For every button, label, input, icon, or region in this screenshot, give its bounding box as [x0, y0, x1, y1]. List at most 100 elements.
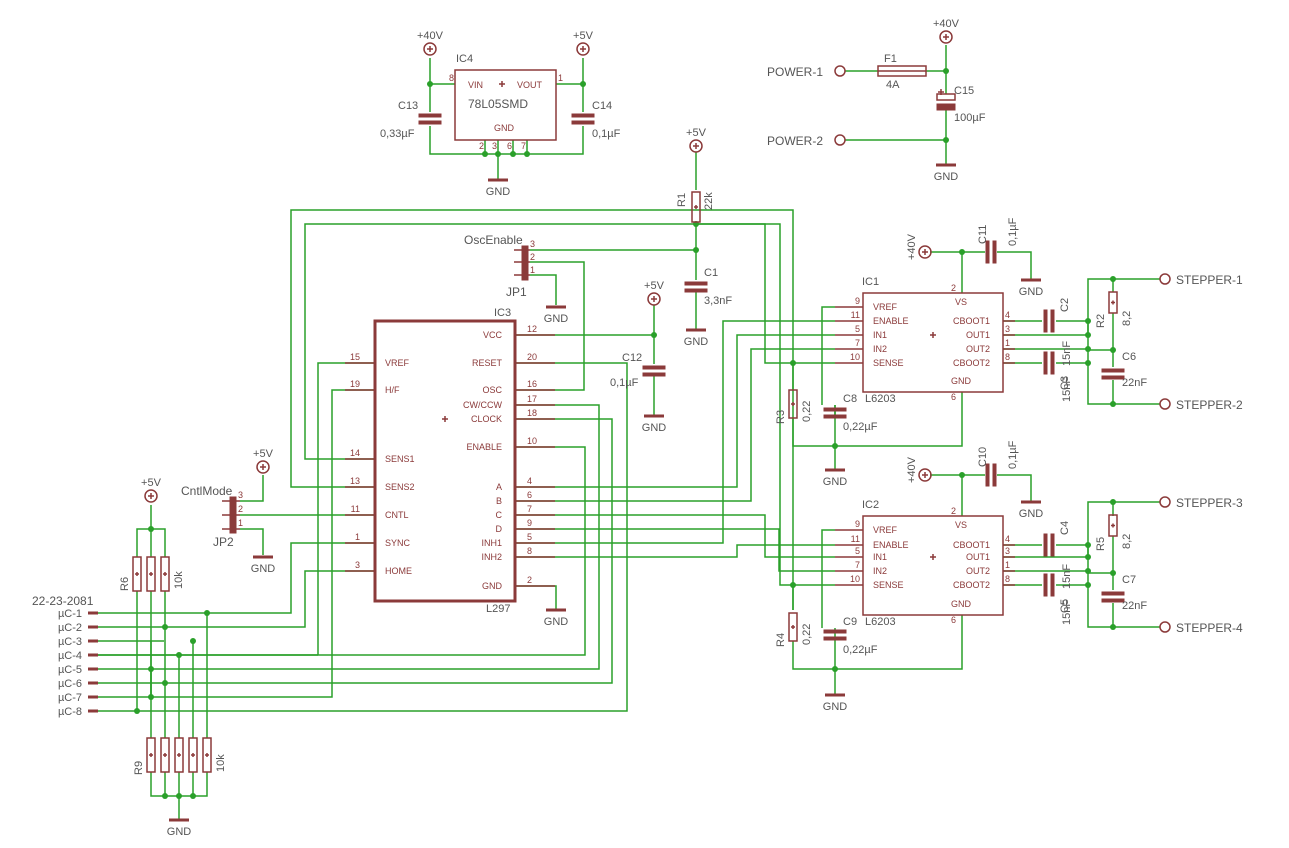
ic4-pin3: 3	[492, 141, 497, 151]
uc-pin: µC-8	[58, 706, 98, 718]
capacitor-symbol	[684, 281, 708, 293]
c15-electrolytic	[936, 89, 956, 111]
ic2-pin-label: VREF	[873, 525, 898, 535]
part-labels: C13 0,33µF C14 0,1µF C1 3,3nF C12 0,1µF …	[119, 53, 1147, 775]
ic3-pin-label: GND	[482, 581, 503, 591]
ic4-vout: VOUT	[517, 80, 543, 90]
uc-pin-label: µC-1	[58, 608, 82, 620]
stepper3-label: STEPPER-3	[1176, 496, 1243, 510]
capacitor-symbol	[823, 629, 847, 641]
ic1-pin-number: 10	[850, 352, 860, 362]
ic1-name: IC1	[862, 276, 879, 288]
svg-text:1: 1	[238, 518, 243, 528]
ic1-pin-label: GND	[951, 376, 972, 386]
ic3-pin-number: 2	[527, 575, 532, 585]
uc-pin: µC-3	[58, 636, 98, 648]
c2-value: 15nF	[1061, 341, 1073, 366]
c3-value: 15nF	[1061, 377, 1073, 402]
supply-symbol: +5V	[686, 127, 707, 153]
ic2-pin-label: IN2	[873, 566, 887, 576]
ic3-pin-label: RESET	[472, 358, 503, 368]
r1-value: 22k	[703, 192, 715, 210]
c14-label: C14	[592, 100, 612, 112]
ic1-pin-number: 2	[951, 283, 956, 293]
uc-pin-label: µC-2	[58, 622, 82, 634]
ic3-value: L297	[486, 603, 510, 615]
gnd-symbol: GND	[684, 328, 708, 348]
jp2-label: JP2	[213, 535, 234, 549]
ic3-pin-label: VREF	[385, 358, 410, 368]
supply-label: +5V	[644, 280, 665, 292]
stepper2-label: STEPPER-2	[1176, 398, 1243, 412]
ic4-value: 78L05SMD	[468, 97, 528, 111]
power2-label: POWER-2	[767, 134, 823, 148]
ic1-pin-number: 3	[1005, 324, 1010, 334]
capacitor-symbol	[418, 113, 442, 125]
header-label: 22-23-2081	[32, 594, 94, 608]
ic3-pin-number: 17	[527, 394, 537, 404]
capacitor-symbol	[1043, 309, 1055, 333]
capacitor-symbol	[1043, 533, 1055, 557]
stepper1-label: STEPPER-1	[1176, 273, 1243, 287]
ic4-pin7: 7	[521, 141, 526, 151]
ic2-pin-number: 11	[851, 534, 860, 544]
capacitor-symbol	[1043, 351, 1055, 375]
ic3-pin-label: SYNC	[385, 538, 411, 548]
f1-value: 4A	[886, 79, 900, 91]
ic3-pin-label: INH1	[481, 538, 502, 548]
c3-label: C3	[1059, 376, 1071, 390]
ic3-pin-label: INH2	[481, 552, 502, 562]
c2-label: C2	[1059, 298, 1071, 312]
resistor-symbol	[160, 556, 170, 592]
uc-pin-label: µC-5	[58, 664, 82, 676]
r1-label: R1	[676, 193, 688, 207]
ic2-pin-number: 8	[1005, 574, 1010, 584]
uc-pins: µC-1µC-2µC-3µC-4µC-5µC-6µC-7µC-8	[58, 608, 98, 718]
ic3-pin-number: 14	[350, 448, 360, 458]
c1-value: 3,3nF	[704, 295, 732, 307]
supply-label: +5V	[253, 448, 274, 460]
ic2-pin-label: SENSE	[873, 580, 904, 590]
c15-label: C15	[954, 85, 974, 97]
gnd-symbol: GND	[1019, 500, 1043, 520]
c15-value: 100µF	[954, 112, 986, 124]
power-connectors: POWER-1 POWER-2	[767, 65, 846, 148]
ic2-pin-number: 7	[855, 560, 860, 570]
ic3-left-pins: VREF15H/F19SENS114SENS213CNTL11SYNC1HOME…	[345, 352, 415, 576]
r9-label: R9	[133, 761, 145, 775]
ic4-pin1: 1	[558, 73, 563, 83]
ic1-pin-number: 9	[855, 296, 860, 306]
resistor-symbol	[1108, 291, 1118, 314]
capacitors	[418, 113, 1125, 641]
ic3-name: IC3	[494, 307, 511, 319]
stepper4-label: STEPPER-4	[1176, 621, 1243, 635]
ic1-pin-label: CBOOT1	[953, 316, 990, 326]
ic1-pin-label: IN2	[873, 344, 887, 354]
supply-symbol: +5V	[141, 477, 162, 503]
c8-value: 0,22µF	[843, 421, 878, 433]
gnd-label: GND	[823, 701, 848, 713]
ic3-pin-number: 20	[527, 352, 537, 362]
ic2-pin-number: 5	[855, 546, 860, 556]
ic2-name: IC2	[862, 499, 879, 511]
r5-value: 8,2	[1121, 534, 1133, 549]
gnd-label: GND	[642, 422, 667, 434]
resistor-symbol	[174, 737, 184, 773]
ic1-pin-number: 5	[855, 324, 860, 334]
gnd-label: GND	[486, 186, 511, 198]
c4-value: 15nF	[1061, 564, 1073, 589]
gnd-symbol: GND	[1019, 278, 1043, 298]
resistor-symbol	[788, 612, 798, 642]
c9-value: 0,22µF	[843, 644, 878, 656]
supply-symbol: +40V	[417, 30, 444, 56]
ic3-pin-number: 9	[527, 518, 532, 528]
ic3-pin-number: 16	[527, 379, 537, 389]
ic2-value: L6203	[865, 616, 896, 628]
uc-pin-label: µC-4	[58, 650, 82, 662]
jp1-name: OscEnable	[464, 233, 523, 247]
r9-value: 10k	[215, 754, 227, 772]
c12-label: C12	[622, 352, 642, 364]
